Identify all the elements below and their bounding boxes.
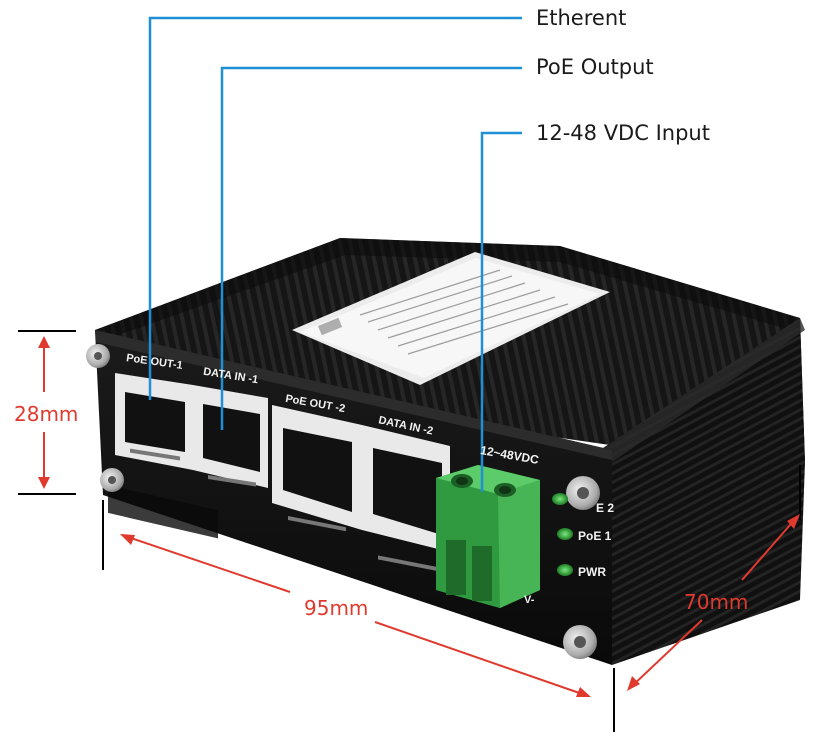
leader-line-poe-output xyxy=(220,66,522,430)
led-indicator xyxy=(557,528,573,540)
led-indicator xyxy=(557,564,573,576)
rj45-port-poe-out-2[interactable] xyxy=(272,405,362,532)
dimension-depth-label: 70mm xyxy=(684,590,749,614)
callout-ethernet: Etherent xyxy=(536,6,627,30)
vminus-label: V- xyxy=(524,594,535,606)
callout-dc-input: 12-48 VDC Input xyxy=(536,121,710,145)
dimension-height xyxy=(18,330,76,495)
dimension-width-label: 95mm xyxy=(304,596,369,620)
leader-line-ethernet xyxy=(148,16,522,400)
mounting-screw xyxy=(563,625,597,659)
housing-side xyxy=(600,318,805,665)
mounting-screw xyxy=(566,476,600,510)
callout-poe-output: PoE Output xyxy=(536,55,654,79)
terminal-screw[interactable] xyxy=(451,474,473,488)
mounting-screw xyxy=(100,468,124,492)
dimension-height-label: 28mm xyxy=(14,402,79,426)
dimension-depth xyxy=(627,465,801,691)
led-label-poe1: PoE 1 xyxy=(578,529,612,543)
led-label-pwr: PWR xyxy=(578,565,606,579)
dc-terminal-block[interactable] xyxy=(436,465,540,608)
mounting-screw xyxy=(86,344,110,368)
rj45-port-data-in-1[interactable] xyxy=(193,385,268,488)
led-label-e2: E 2 xyxy=(596,501,615,515)
led-indicator xyxy=(552,493,568,505)
leader-line-dc-input xyxy=(480,131,522,492)
terminal-screw[interactable] xyxy=(494,483,516,497)
rj45-port-poe-out-1[interactable] xyxy=(115,373,193,470)
product-label xyxy=(292,252,610,385)
rj45-port-data-in-2[interactable] xyxy=(362,425,450,571)
dimension-width xyxy=(102,500,615,732)
